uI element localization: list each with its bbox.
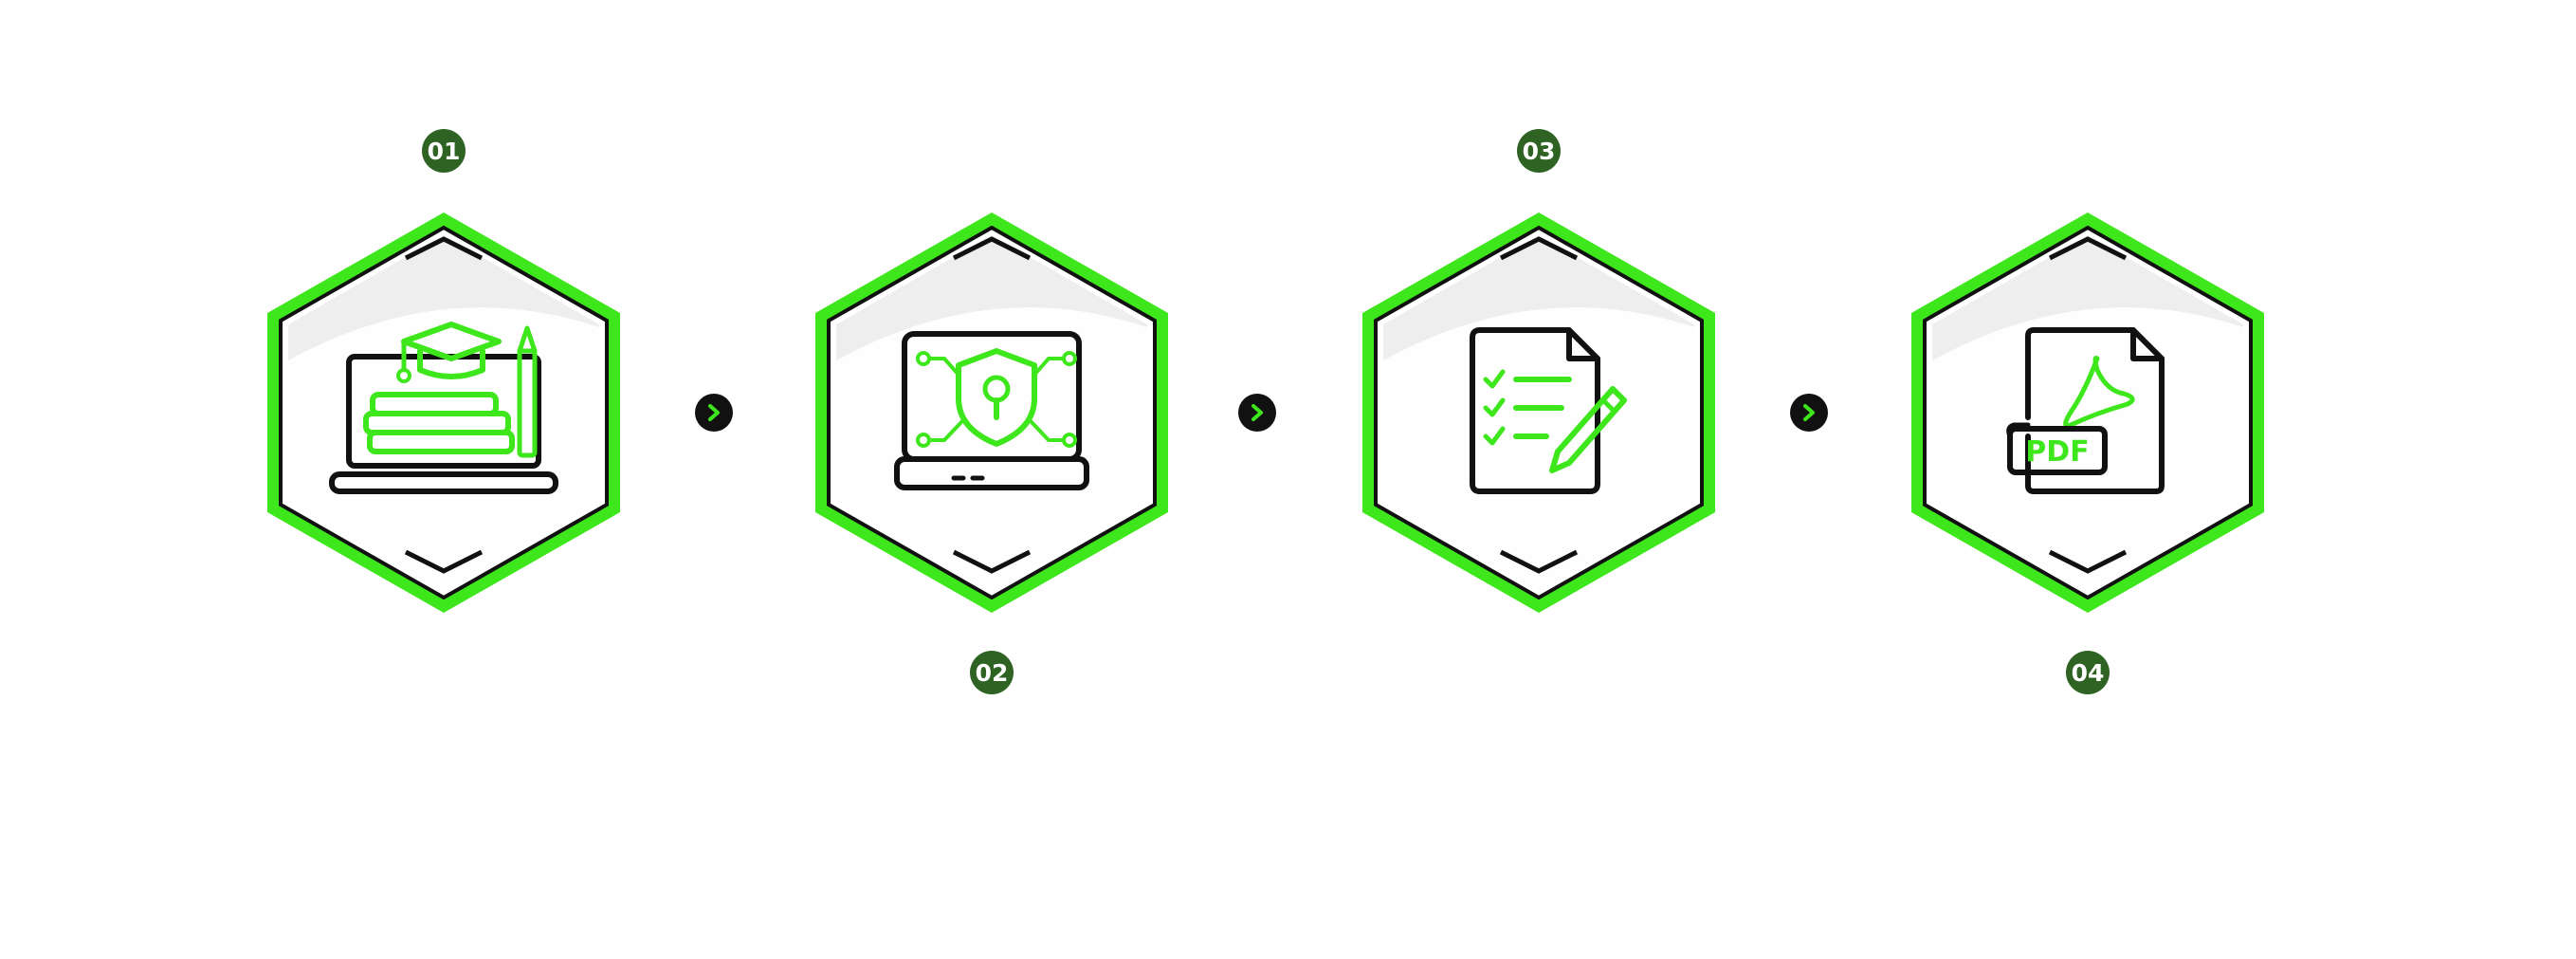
chevron-right-icon: [1803, 404, 1815, 421]
education-laptop-icon: [329, 322, 558, 494]
step-1: 01: [264, 129, 624, 617]
security-shield-laptop-icon: [894, 331, 1089, 490]
step-number-badge: 03: [1517, 129, 1561, 173]
hexagon-frame: [1911, 212, 2264, 613]
hexagon-frame: [815, 212, 1168, 613]
hexagon-frame: [267, 212, 620, 613]
pdf-label: PDF: [2025, 434, 2090, 469]
step-number-badge: 02: [970, 651, 1014, 694]
document-edit-icon: [1470, 327, 1627, 494]
step-3: 03: [1359, 129, 1719, 617]
chevron-right-icon: [708, 404, 720, 421]
step-number-badge: 01: [422, 129, 466, 173]
pdf-file-icon: [2006, 327, 2165, 494]
step-number-badge: 04: [2066, 651, 2110, 694]
connector-arrow-3: [1790, 394, 1828, 432]
chevron-right-icon: [1251, 404, 1263, 421]
hexagon-frame: [1362, 212, 1715, 613]
step-4: PDF 04: [1908, 209, 2268, 694]
step-2: 02: [812, 209, 1172, 694]
connector-arrow-2: [1238, 394, 1276, 432]
connector-arrow-1: [695, 394, 733, 432]
